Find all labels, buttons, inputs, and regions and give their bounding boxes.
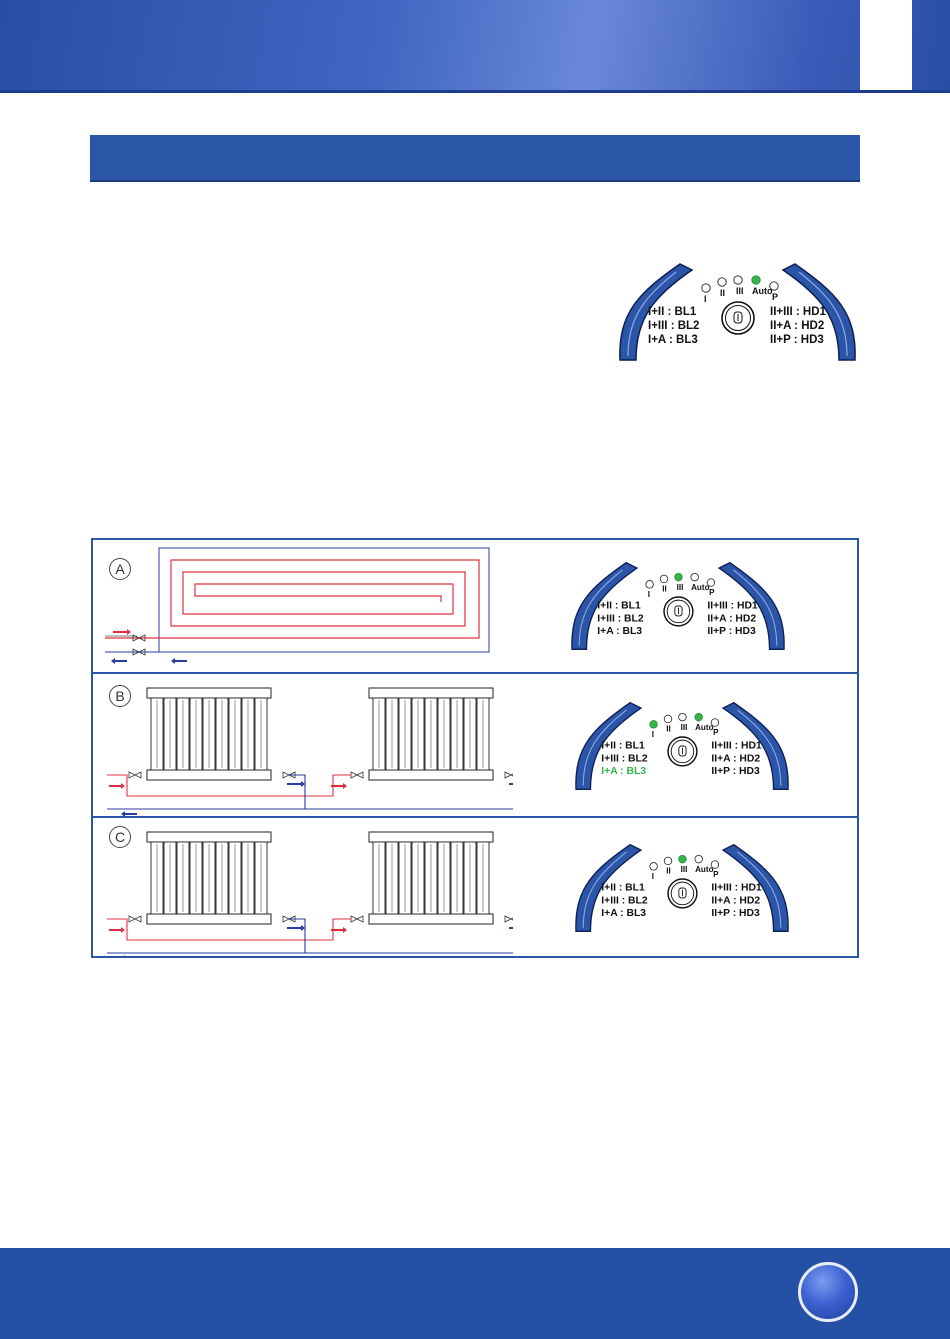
panel-frame-left: [571, 561, 639, 650]
radiator-icon: [146, 831, 272, 925]
row-divider: [93, 672, 857, 674]
panel-right-label: II+A : HD2: [770, 320, 824, 332]
underfloor-loop-drawing: [105, 547, 490, 664]
panel-right-label: II+III : HD1: [711, 883, 762, 894]
mode-led: [733, 275, 743, 285]
mode-label: Auto: [752, 286, 773, 296]
mode-label: I: [648, 590, 650, 599]
panel-right-label: II+III : HD1: [711, 741, 762, 752]
mode-led: [717, 277, 727, 287]
panel-left-label: I+II : BL1: [597, 601, 641, 612]
radiator-icon: [146, 687, 272, 781]
mode-label: II: [720, 288, 725, 298]
mode-led: [690, 572, 699, 582]
panel-frame-left: [619, 263, 694, 361]
mode-label: III: [681, 865, 688, 874]
panel-frame-left: [575, 701, 643, 790]
panel-frame-right: [721, 843, 789, 932]
mode-label: Auto: [695, 865, 714, 874]
panel-right-label: II+P : HD3: [711, 908, 760, 919]
mode-led: [694, 854, 703, 864]
mode-label: Auto: [691, 583, 710, 592]
panel-right-label: II+III : HD1: [707, 601, 758, 612]
panel-left-label: I+II : BL1: [601, 883, 645, 894]
panel-left-label: I+A : BL3: [601, 766, 646, 777]
panel-left-label: I+A : BL3: [648, 334, 698, 346]
section-title-bar: [90, 135, 860, 182]
mode-led: [678, 712, 687, 722]
mode-label: I: [652, 872, 654, 881]
panel-frame-right: [781, 263, 856, 361]
row-label-b: B: [109, 685, 131, 707]
mode-led: [701, 283, 711, 293]
mode-led: [659, 574, 669, 584]
mode-led: [751, 275, 761, 285]
mode-label: III: [681, 723, 688, 732]
mode-label: I: [704, 294, 707, 304]
panel-left-label: I+III : BL2: [601, 895, 648, 906]
mode-label: P: [709, 588, 715, 597]
page-badge-icon: [798, 1262, 858, 1322]
panel-right-label: II+A : HD2: [711, 753, 760, 764]
mode-label: II: [666, 867, 671, 876]
radiator-drawing-b: [107, 687, 513, 816]
footer-bar: [0, 1248, 950, 1339]
radiator-icon: [368, 687, 494, 781]
mode-led: [674, 572, 683, 582]
mode-label: II: [666, 725, 671, 734]
panel-right-label: II+A : HD2: [707, 613, 756, 624]
panel-left-label: I+A : BL3: [601, 908, 646, 919]
mode-label: P: [772, 292, 778, 302]
header-divider: [0, 90, 950, 93]
panel-right-label: II+P : HD3: [707, 626, 756, 637]
row-divider: [93, 816, 857, 818]
panel-right-label: II+A : HD2: [711, 895, 760, 906]
mode-led: [678, 854, 687, 864]
mode-led: [649, 862, 658, 871]
mode-label: II: [662, 585, 667, 594]
mode-label: P: [713, 870, 719, 879]
panel-frame-right: [721, 701, 789, 790]
panel-right-label: II+P : HD3: [770, 334, 824, 346]
panel-left-label: I+III : BL2: [597, 613, 644, 624]
mode-led: [645, 580, 654, 589]
header-banner: [0, 0, 950, 90]
mode-led: [710, 718, 720, 727]
radiator-icon: [368, 831, 494, 925]
mode-label: III: [736, 286, 744, 296]
mode-led: [649, 720, 658, 729]
row-label-c: C: [109, 826, 131, 848]
panel-frame-right: [717, 561, 785, 650]
radiator-drawing-c: [107, 831, 513, 956]
panel-left-label: I+III : BL2: [648, 320, 699, 332]
mode-label: P: [713, 728, 719, 737]
panel-left-label: I+III : BL2: [601, 753, 648, 764]
mode-led: [694, 712, 703, 722]
mode-label: I: [652, 730, 654, 739]
mode-label: III: [677, 583, 684, 592]
mode-label: Auto: [695, 723, 714, 732]
mode-led: [710, 860, 720, 869]
row-label-a: A: [109, 558, 131, 580]
mode-led: [706, 578, 716, 587]
panel-left-label: I+A : BL3: [597, 626, 642, 637]
header-page-tab: [860, 0, 912, 90]
panel-right-label: II+III : HD1: [770, 306, 827, 318]
panel-frame-left: [575, 843, 643, 932]
mode-led: [663, 714, 673, 724]
mode-led: [769, 281, 779, 291]
mode-led: [663, 856, 673, 866]
panel-left-label: I+II : BL1: [648, 306, 697, 318]
panel-left-label: I+II : BL1: [601, 741, 645, 752]
panel-right-label: II+P : HD3: [711, 766, 760, 777]
